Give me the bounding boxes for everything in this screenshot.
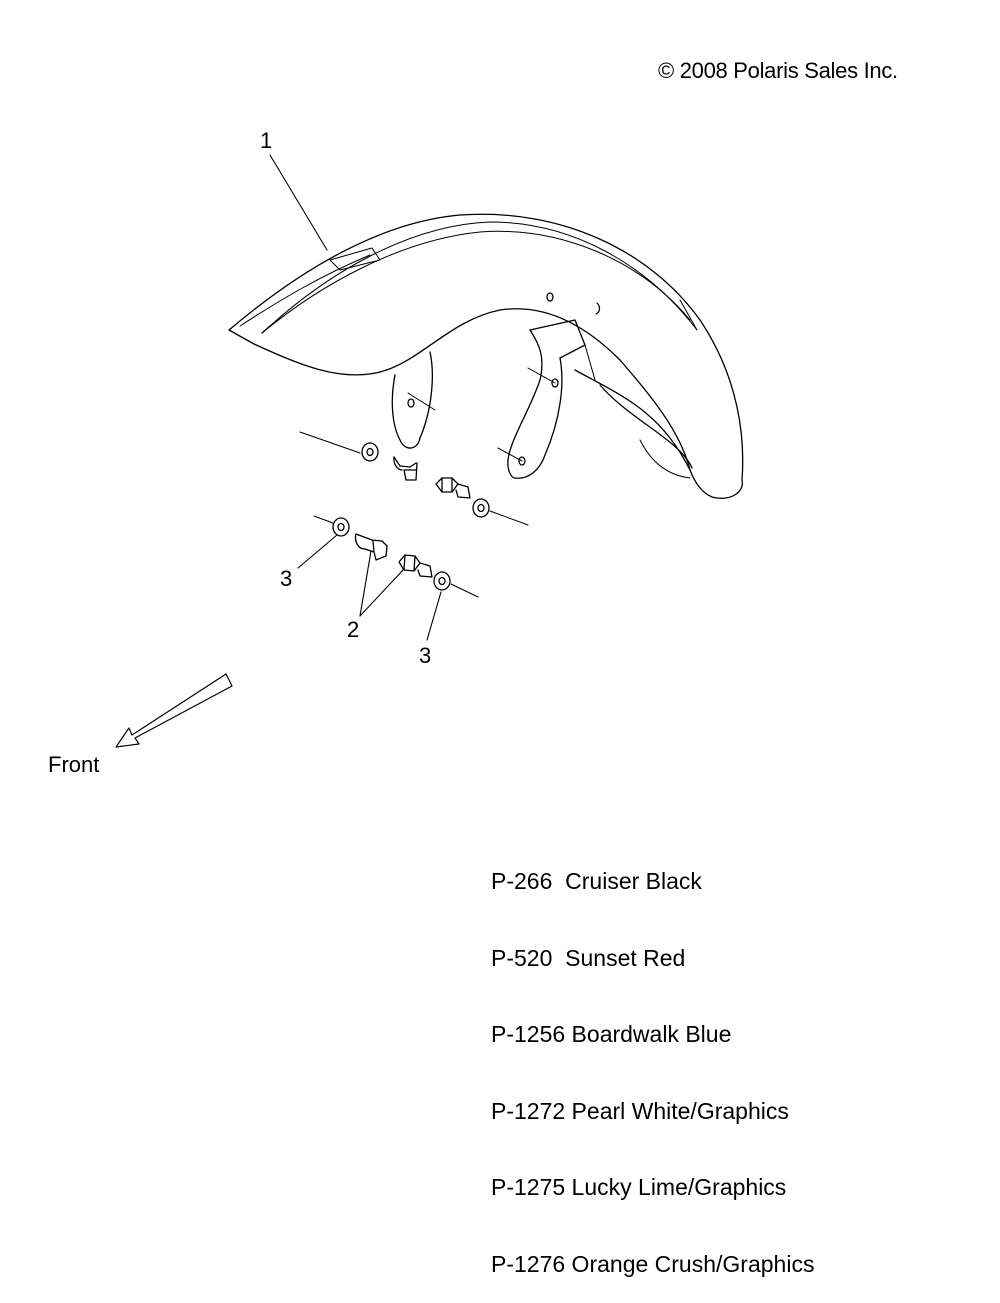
fender-exploded-diagram bbox=[115, 154, 744, 748]
fender bbox=[228, 213, 744, 499]
color-code-item: P-520 Sunset Red bbox=[491, 944, 686, 971]
left-bracket bbox=[391, 351, 436, 449]
front-label: Front bbox=[48, 752, 100, 777]
front-direction-arrow bbox=[115, 673, 233, 748]
callout-2-bolt: 2 bbox=[347, 617, 360, 642]
callout-3-washer-left: 3 bbox=[280, 566, 293, 591]
color-code-item: P-266 Cruiser Black bbox=[491, 868, 702, 894]
copyright-text: © 2008 Polaris Sales Inc. bbox=[658, 58, 898, 83]
color-code-item: P-1256 Boardwalk Blue bbox=[491, 1021, 732, 1047]
color-code-item: P-1276 Orange Crush/Graphics bbox=[491, 1250, 815, 1277]
upper-hardware bbox=[299, 431, 529, 526]
callout-3-washer-right: 3 bbox=[419, 643, 432, 668]
callout-1-fender: 1 bbox=[260, 128, 273, 153]
right-bracket bbox=[497, 319, 596, 479]
color-code-list: P-266 Cruiser Black P-520 Sunset Red P-1… bbox=[491, 818, 814, 1303]
color-code-item: P-1275 Lucky Lime/Graphics bbox=[491, 1174, 787, 1200]
lower-hardware bbox=[313, 515, 479, 598]
callout-leaders bbox=[269, 154, 442, 641]
color-code-item: P-1272 Pearl White/Graphics bbox=[491, 1097, 789, 1124]
